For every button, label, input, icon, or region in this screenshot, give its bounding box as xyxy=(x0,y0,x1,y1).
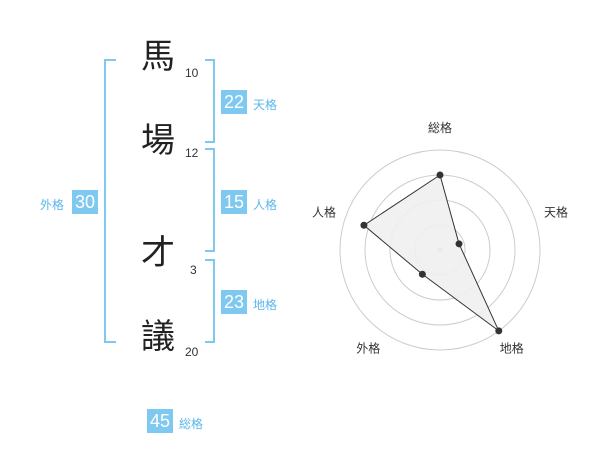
jinkaku-bracket xyxy=(205,148,215,252)
name-char-1: 馬 xyxy=(141,37,175,77)
name-char-2: 場 xyxy=(141,121,175,161)
radar-axis-label-1: 総格 xyxy=(428,120,452,135)
radar-point-3 xyxy=(495,327,503,335)
chikaku-value-badge: 23 xyxy=(221,290,247,314)
radar-axis-label-3: 地格 xyxy=(500,341,524,356)
gaikaku-label: 外格 xyxy=(40,198,65,212)
radar-axis-label-4: 外格 xyxy=(356,341,380,356)
name-char-3: 才 xyxy=(141,233,175,273)
radar-ring xyxy=(339,149,541,351)
tenkaku-label: 天格 xyxy=(253,98,278,112)
tenkaku-bracket xyxy=(205,59,215,143)
gaikaku-bracket xyxy=(104,59,116,343)
radar-axis-label-2: 天格 xyxy=(544,204,568,219)
soukaku-value-badge: 45 xyxy=(147,409,173,433)
chikaku-bracket xyxy=(205,259,215,343)
gaikaku-value-badge: 30 xyxy=(72,190,98,214)
stroke-count-4: 20 xyxy=(185,345,199,359)
name-char-4: 議 xyxy=(141,317,175,357)
radar-point-4 xyxy=(418,270,426,278)
stroke-count-1: 10 xyxy=(185,66,199,80)
stroke-count-2: 12 xyxy=(185,146,199,160)
radar-point-5 xyxy=(360,221,368,229)
jinkaku-value-badge: 15 xyxy=(221,190,247,214)
radar-point-1 xyxy=(436,171,444,179)
tenkaku-value-badge: 22 xyxy=(221,90,247,114)
radar-point-2 xyxy=(455,240,463,248)
soukaku-label: 総格 xyxy=(179,417,204,431)
chikaku-label: 地格 xyxy=(253,298,278,312)
stroke-count-3: 3 xyxy=(190,263,197,277)
radar-area xyxy=(363,174,500,332)
radar-axis-label-5: 人格 xyxy=(312,204,336,219)
jinkaku-label: 人格 xyxy=(253,198,278,212)
